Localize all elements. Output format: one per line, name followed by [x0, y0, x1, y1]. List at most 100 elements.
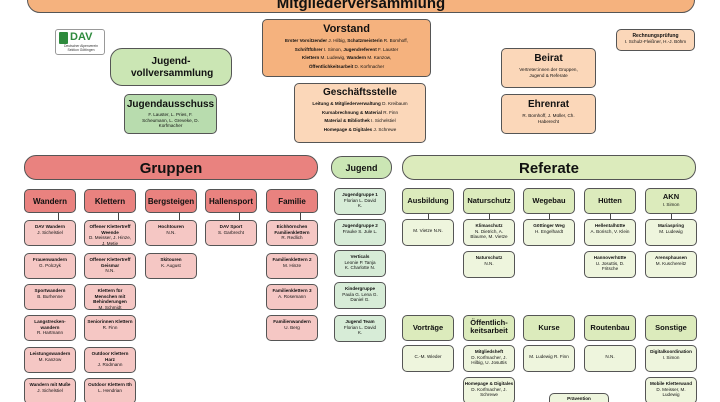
- referat-header: Vorträge: [402, 315, 454, 341]
- geschaeftsstelle-name: R. Finn: [383, 109, 399, 115]
- gruppen-header: Gruppen: [24, 155, 318, 180]
- gruppen-item-title: Leistungswandern: [29, 351, 71, 356]
- geschaeftsstelle-role: Kursabrechnung & Material: [321, 109, 382, 115]
- vorstand-position: Erster Vorsitzender: [285, 38, 328, 43]
- gruppen-item-names: J. Sichelstiel: [37, 229, 63, 235]
- gruppen-column-header: Hallensport: [205, 189, 257, 213]
- vorstand-row: Öffentlichkeitsarbeit D. Korfmacher: [263, 63, 430, 72]
- gruppen-column-header: Klettern: [84, 189, 136, 213]
- jugend-group-title: Jugend Team: [345, 319, 375, 324]
- gruppen-item-title: Outdoor Klettern Ith: [88, 382, 132, 387]
- geschaeftsstelle-row: Leitung & Mitgliederverwaltung D. Kreiba…: [295, 100, 425, 109]
- geschaeftsstelle-title: Geschäftsstelle: [323, 87, 397, 98]
- gruppen-item-names: K. August: [161, 262, 181, 268]
- jugend-group-names: Paula G. Lena G. Daniel G.: [342, 291, 378, 303]
- referat-item-names: H. Engelhardt: [534, 228, 564, 234]
- vorstand-members: Erster Vorsitzender J. Hilbig, Schatzmei…: [263, 37, 430, 72]
- referat-title: Routenbau: [590, 323, 630, 332]
- vorstand-position: Wandern: [346, 55, 367, 61]
- connector-line: [179, 213, 180, 220]
- gruppen-item-title: Skitouren: [160, 257, 182, 262]
- vorstand-position: Schriftführer: [294, 46, 323, 52]
- logo-text: DAV: [70, 31, 93, 43]
- rechnungspruefung-box: Rechnungsprüfung I. Schulz-Fleißner, H.-…: [616, 29, 695, 51]
- dav-logo: DAV Deutscher Alpenverein Sektion Göttin…: [55, 29, 105, 55]
- beirat-box: Beirat Vertreter:innen der Gruppen, Juge…: [501, 48, 596, 88]
- referat-header: Wegebau: [523, 188, 575, 214]
- referat-title: Vorträge: [412, 323, 444, 332]
- referat-item-names: M. Kuschereitz: [655, 260, 687, 266]
- gruppen-item-names: A. Rosemann: [278, 293, 306, 299]
- jugend-title: Jugend: [345, 163, 378, 173]
- geschaeftsstelle-name: J. Schrewe: [373, 127, 397, 133]
- referat-item-names: D. Korfmacher, J. Schrewe: [471, 386, 507, 398]
- referate-title: Referate: [518, 160, 580, 177]
- referat-item-title: Naturschutz: [475, 255, 503, 260]
- gruppen-item-title: Frauenwandern: [32, 257, 68, 262]
- referat-item-names: U. Josuttis, D. Fritsche: [595, 260, 625, 272]
- geschaeftsstelle-role: Leitung & Mitgliederverwaltung: [312, 101, 381, 106]
- gruppen-item-title: Seniorinnen Klettern: [87, 319, 133, 324]
- referat-item-names: C.-M. Wieder: [414, 354, 442, 359]
- referat-item-names: M. Ludewig R. Finn: [529, 354, 569, 359]
- referat-item-names: M. Vietze N.N.: [413, 228, 443, 233]
- gruppen-item-names: J. Rodmann: [97, 362, 123, 368]
- vorstand-position: Öffentlichkeitsarbeit: [308, 64, 354, 70]
- connector-line: [58, 213, 59, 220]
- gruppen-item-title: Offener Klettertreff Weende: [89, 224, 131, 235]
- mitgliederversammlung-banner: Mitgliederversammlung: [27, 0, 695, 13]
- gruppen-column-title: Bergsteigen: [147, 197, 195, 206]
- vorstand-box: Vorstand Erster Vorsitzender J. Hilbig, …: [262, 19, 431, 77]
- gruppen-item-names: M. Kanzow: [38, 356, 62, 362]
- gruppen-item-title: Hochtouren: [158, 224, 184, 229]
- gruppen-item-names: R. Redlich: [281, 235, 303, 241]
- gruppen-item-names: N.N.: [105, 268, 115, 274]
- vorstand-name: F. Lauster: [378, 46, 399, 52]
- vorstand-name: I. Simon,: [323, 46, 343, 52]
- referat-header: Naturschutz: [463, 188, 515, 214]
- referat-title: Kurse: [538, 323, 560, 332]
- jugend-header: Jugend: [331, 156, 392, 179]
- referat-item-title: Arensphausen: [655, 255, 687, 260]
- praevention-box: Prävention: [549, 393, 609, 402]
- gruppen-column-title: Wandern: [33, 197, 67, 206]
- vorstand-name: J. Hilbig,: [328, 38, 346, 43]
- logo-mark: [59, 32, 68, 44]
- referat-item-names: I. Simon: [662, 354, 680, 360]
- gruppen-title: Gruppen: [139, 160, 203, 177]
- rechnungspruefung-title: Rechnungsprüfung: [632, 33, 679, 39]
- referat-item: M. Ludewig R. Finn: [523, 345, 575, 372]
- connector-line: [610, 214, 611, 219]
- gruppen-item-names: R. Finn: [102, 324, 118, 330]
- vorstand-title: Vorstand: [323, 23, 370, 35]
- vorstand-position: Jugendreferent: [343, 46, 377, 52]
- connector-line: [118, 213, 119, 220]
- connector-line: [300, 213, 301, 220]
- jugendausschuss-names: F. Lauster, L. Pries, F. Scheumann, L. G…: [142, 112, 199, 129]
- ehrenrat-names: R. Bomhoff, J. Müller, Ch. Haberecht: [522, 113, 575, 124]
- gruppen-column-header: Wandern: [24, 189, 76, 213]
- referat-item-title: Mariaspring: [657, 223, 685, 228]
- gruppen-item-names: G. Polczyk: [39, 262, 61, 268]
- referat-item-names: M. Ludewig: [659, 228, 683, 234]
